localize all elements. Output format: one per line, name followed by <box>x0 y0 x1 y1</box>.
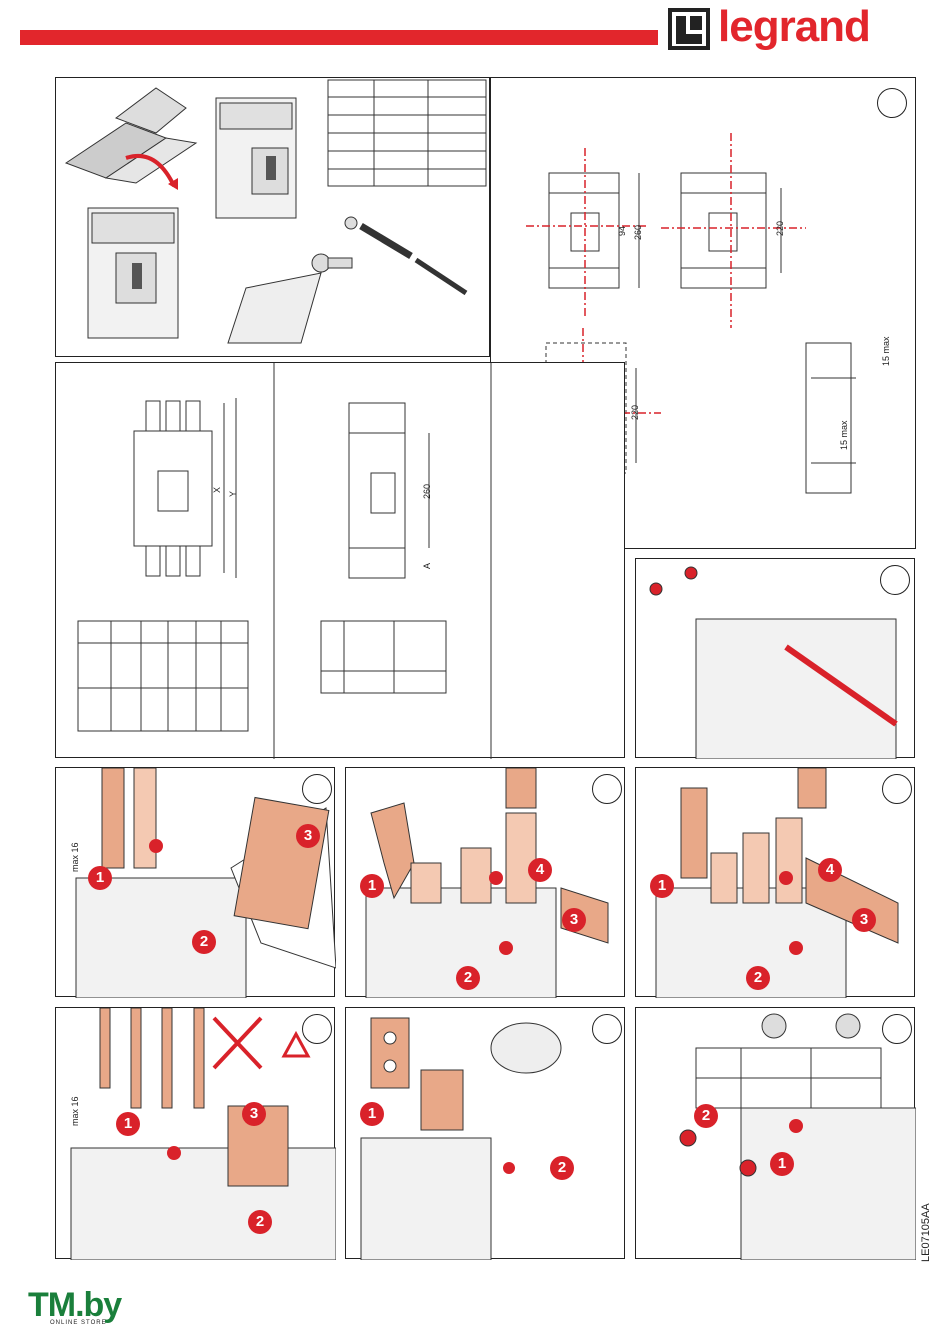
step-1-marker: 1 <box>360 874 384 898</box>
step-number-circle <box>882 774 912 804</box>
dim-max-16: max 16 <box>70 842 80 872</box>
panel-lug-connection: 1 2 3 4 <box>345 767 625 997</box>
panel-screw-options: 2 1 <box>635 1007 915 1259</box>
dim-a: A <box>422 563 432 569</box>
step-2-marker: 2 <box>694 1104 718 1128</box>
dim-260-clamps: 260 <box>422 484 432 499</box>
dim-x: X <box>212 487 222 493</box>
step-1-marker: 1 <box>360 1102 384 1126</box>
step-1-marker: 1 <box>116 1112 140 1136</box>
step-number-circle <box>592 1014 622 1044</box>
panel-screws <box>635 558 915 758</box>
step-2-marker: 2 <box>456 966 480 990</box>
dim-15-max-top: 15 max <box>881 336 891 366</box>
panel-connections: X Y 260 A <box>55 362 625 758</box>
step-3-marker: 3 <box>562 908 586 932</box>
step-number-circle <box>882 1014 912 1044</box>
dim-260: 260 <box>633 225 643 240</box>
step-1-marker: 1 <box>770 1152 794 1176</box>
dim-220-template: 220 <box>630 405 640 420</box>
step-1-marker: 1 <box>88 866 112 890</box>
panel-clamp-connection: 1 2 <box>345 1007 625 1259</box>
step-number-circle <box>877 88 907 118</box>
dim-max-16: max 16 <box>70 1096 80 1126</box>
step-2-marker: 2 <box>192 930 216 954</box>
dim-220: 220 <box>775 221 785 236</box>
step-2-marker: 2 <box>248 1210 272 1234</box>
panel-contents <box>55 77 490 357</box>
step-3-marker: 3 <box>852 908 876 932</box>
document-code: LE07105AA <box>920 1203 932 1262</box>
brand-name: legrand <box>718 2 870 52</box>
step-3-marker: 3 <box>296 824 320 848</box>
watermark-subtitle: ONLINE STORE <box>50 1320 107 1326</box>
panel-flat-lug-connection: 1 2 3 4 <box>635 767 915 997</box>
step-2-marker: 2 <box>550 1156 574 1180</box>
step-2-marker: 2 <box>746 966 770 990</box>
panel-busbar-connection: 1 2 3 max 16 <box>55 767 335 997</box>
dim-94: 94 <box>617 226 627 236</box>
step-3-marker: 3 <box>242 1102 266 1126</box>
legrand-logo-icon <box>668 6 712 52</box>
step-1-marker: 1 <box>650 874 674 898</box>
step-number-circle <box>880 565 910 595</box>
dim-y: Y <box>228 491 238 497</box>
panel-cable-lug-connection: 1 2 3 max 16 <box>55 1007 335 1259</box>
step-number-circle <box>302 1014 332 1044</box>
dim-15-max-bottom: 15 max <box>839 420 849 450</box>
legrand-logo: legrand <box>668 6 928 56</box>
step-number-circle <box>302 774 332 804</box>
tm-by-watermark: TM.by ONLINE STORE <box>28 1286 128 1332</box>
step-4-marker: 4 <box>818 858 842 882</box>
header-bar <box>20 30 658 45</box>
step-number-circle <box>592 774 622 804</box>
step-4-marker: 4 <box>528 858 552 882</box>
